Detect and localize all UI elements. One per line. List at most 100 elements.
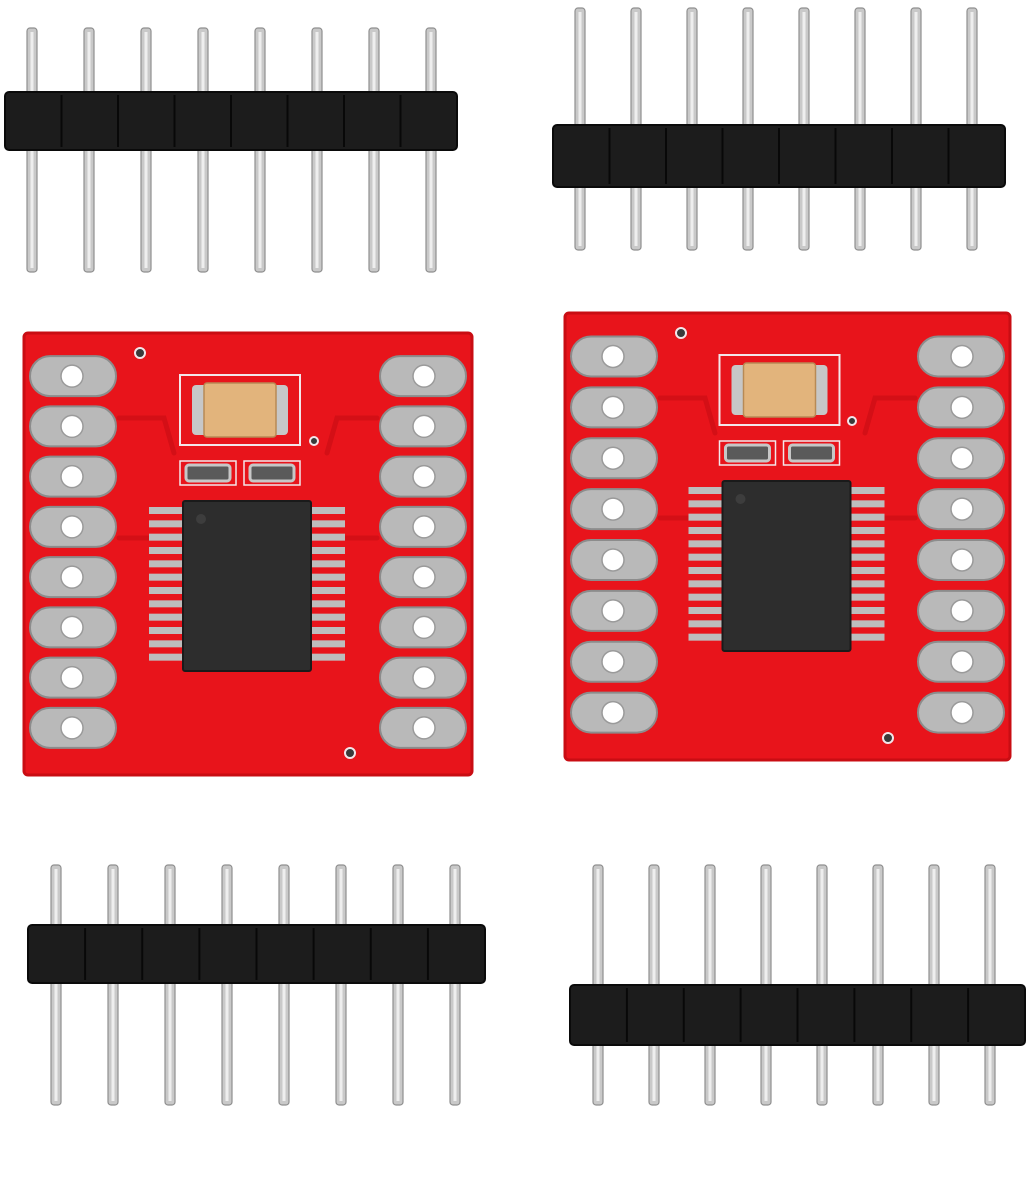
ic-leg	[848, 620, 885, 628]
header-strip-bottom-left	[27, 864, 486, 1106]
pad-hole	[60, 665, 84, 690]
ic-leg	[149, 560, 185, 568]
ic-leg	[848, 513, 885, 521]
ic-leg	[688, 487, 725, 494]
pad-hole	[601, 497, 625, 521]
ic-leg	[149, 520, 185, 528]
ic-leg	[309, 573, 345, 581]
header-pin-highlight	[282, 869, 286, 1101]
ic-leg	[309, 627, 345, 634]
ic-leg	[848, 633, 885, 641]
capacitor-silkscreen	[179, 374, 301, 446]
pad-hole	[60, 615, 84, 640]
ic-leg	[848, 540, 885, 548]
header-pin-highlight	[339, 869, 343, 1101]
ic-leg	[309, 520, 345, 528]
ic-leg	[688, 540, 725, 548]
header-pin-highlight	[453, 869, 457, 1101]
header-strip-bottom-right	[569, 864, 1026, 1106]
pad-hole	[412, 665, 436, 690]
via-dot	[882, 732, 894, 744]
ic-leg	[848, 580, 885, 588]
ic-leg	[688, 620, 725, 628]
ic-leg	[848, 487, 885, 494]
motor-driver-chip	[721, 480, 852, 652]
pad-hole	[950, 395, 974, 420]
motor-driver-chip	[182, 500, 312, 672]
pad-hole	[601, 649, 625, 674]
resistor-silkscreen	[718, 440, 777, 466]
pad-hole	[412, 515, 436, 539]
ic-leg	[848, 500, 885, 508]
ic-leg	[688, 607, 725, 614]
ic-leg	[309, 640, 345, 648]
ic-leg	[149, 573, 185, 581]
pad-hole	[412, 364, 436, 388]
ic-leg	[688, 500, 725, 508]
pad-hole	[601, 599, 625, 623]
ic-leg	[309, 533, 345, 541]
tantalum-capacitor	[203, 382, 277, 438]
pcb-trace	[324, 415, 380, 456]
smd-resistor	[724, 443, 771, 463]
ic-leg	[688, 567, 725, 574]
header-pin-highlight	[225, 869, 229, 1101]
pad-hole	[601, 395, 625, 420]
pad-hole	[601, 700, 625, 725]
motor-driver-board-right	[563, 311, 1012, 762]
pad-hole	[60, 716, 84, 740]
smd-resistor	[184, 463, 232, 483]
ic-leg	[688, 580, 725, 588]
pad-hole	[950, 599, 974, 623]
pad-hole	[60, 565, 84, 589]
header-pin-highlight	[54, 869, 58, 1101]
header-pin-highlight	[111, 869, 115, 1101]
header-pin-highlight	[168, 869, 172, 1101]
pad-hole	[950, 548, 974, 572]
chip-pin1-marker	[196, 514, 206, 524]
pad-hole	[950, 446, 974, 470]
ic-leg	[149, 627, 185, 634]
pad-hole	[950, 700, 974, 725]
smd-resistor	[248, 463, 296, 483]
resistor-silkscreen	[179, 460, 237, 486]
via-dot	[309, 436, 319, 446]
resistor-silkscreen	[243, 460, 301, 486]
tantalum-capacitor	[742, 362, 817, 418]
via-dot	[134, 347, 146, 359]
pad-hole	[60, 364, 84, 388]
ic-leg	[309, 600, 345, 608]
ic-leg	[309, 547, 345, 554]
pcb-trace	[657, 395, 718, 436]
ic-leg	[688, 527, 725, 534]
via-dot	[675, 327, 687, 339]
ic-leg	[688, 513, 725, 521]
pad-hole	[601, 344, 625, 369]
ic-leg	[848, 567, 885, 574]
ic-leg	[688, 633, 725, 641]
pad-hole	[412, 464, 436, 489]
ic-leg	[688, 593, 725, 601]
resistor-silkscreen	[782, 440, 841, 466]
ic-leg	[149, 587, 185, 594]
pad-hole	[601, 548, 625, 572]
pad-hole	[60, 414, 84, 439]
pad-hole	[950, 497, 974, 521]
pcb-trace	[862, 395, 918, 436]
ic-leg	[309, 587, 345, 594]
pad-hole	[412, 565, 436, 589]
pad-hole	[60, 464, 84, 489]
ic-leg	[149, 613, 185, 621]
ic-leg	[848, 593, 885, 601]
via-dot	[847, 416, 857, 426]
motor-driver-board-left	[22, 331, 474, 777]
pad-hole	[950, 344, 974, 369]
ic-leg	[848, 527, 885, 534]
pad-hole	[60, 515, 84, 539]
pad-hole	[412, 414, 436, 439]
pad-hole	[412, 615, 436, 640]
ic-leg	[309, 653, 345, 661]
pad-hole	[950, 649, 974, 674]
pad-hole	[601, 446, 625, 470]
